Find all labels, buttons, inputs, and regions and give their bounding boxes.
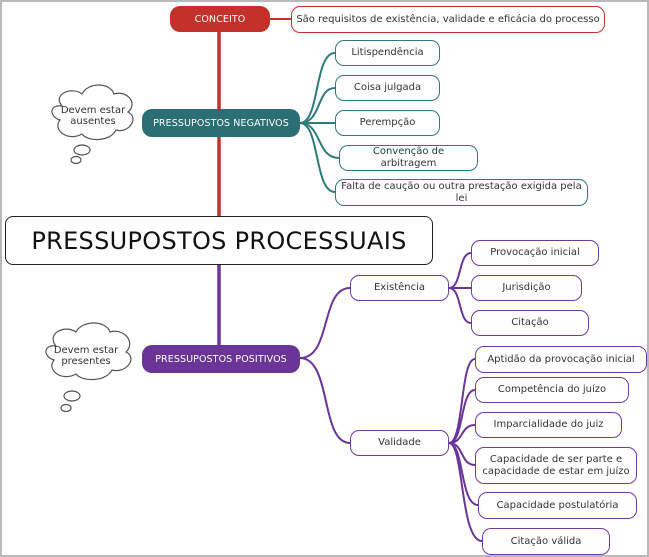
validade-item-citacao-valida[interactable]: Citação válida xyxy=(482,528,610,555)
negativo-item-convencao-arbitragem[interactable]: Convenção de arbitragem xyxy=(339,145,478,171)
existencia-branches xyxy=(448,252,472,324)
validade-branches xyxy=(448,358,483,542)
validade-item-capacidade-parte[interactable]: Capacidade de ser parte e capacidade de … xyxy=(475,447,637,484)
note-negativos: Devem estar ausentes xyxy=(60,105,126,127)
conceito-node[interactable]: CONCEITO xyxy=(170,6,270,32)
validade-node[interactable]: Validade xyxy=(350,430,449,456)
existencia-item-provocacao-inicial[interactable]: Provocação inicial xyxy=(471,240,599,266)
existencia-item-jurisdicao[interactable]: Jurisdição xyxy=(471,275,582,301)
validade-item-competencia[interactable]: Competência do juízo xyxy=(475,377,629,403)
validade-item-aptidao[interactable]: Aptidão da provocação inicial xyxy=(475,346,647,373)
existencia-item-citacao[interactable]: Citação xyxy=(471,310,589,336)
cloud-negativos xyxy=(51,84,134,165)
positivos-branches xyxy=(299,287,351,444)
negativo-item-coisa-julgada[interactable]: Coisa julgada xyxy=(335,75,440,101)
negativo-item-litispendencia[interactable]: Litispendência xyxy=(335,40,440,66)
existencia-node[interactable]: Existência xyxy=(350,275,449,301)
note-positivos: Devem estar presentes xyxy=(53,345,119,367)
negativo-item-falta-caucao[interactable]: Falta de caução ou outra prestação exigi… xyxy=(335,179,588,206)
pressupostos-negativos-node[interactable]: PRESSUPOSTOS NEGATIVOS xyxy=(142,109,300,137)
negativo-item-perempcao[interactable]: Perempção xyxy=(335,110,440,136)
cloud-positivos xyxy=(45,322,132,413)
validade-item-imparcialidade[interactable]: Imparcialidade do juiz xyxy=(475,412,622,438)
pressupostos-positivos-node[interactable]: PRESSUPOSTOS POSITIVOS xyxy=(142,345,300,373)
conceito-definition[interactable]: São requisitos de existência, validade e… xyxy=(291,6,605,33)
central-title[interactable]: PRESSUPOSTOS PROCESSUAIS xyxy=(5,216,433,265)
negativos-branches xyxy=(299,52,340,193)
validade-item-capacidade-postulatoria[interactable]: Capacidade postulatória xyxy=(478,492,637,519)
